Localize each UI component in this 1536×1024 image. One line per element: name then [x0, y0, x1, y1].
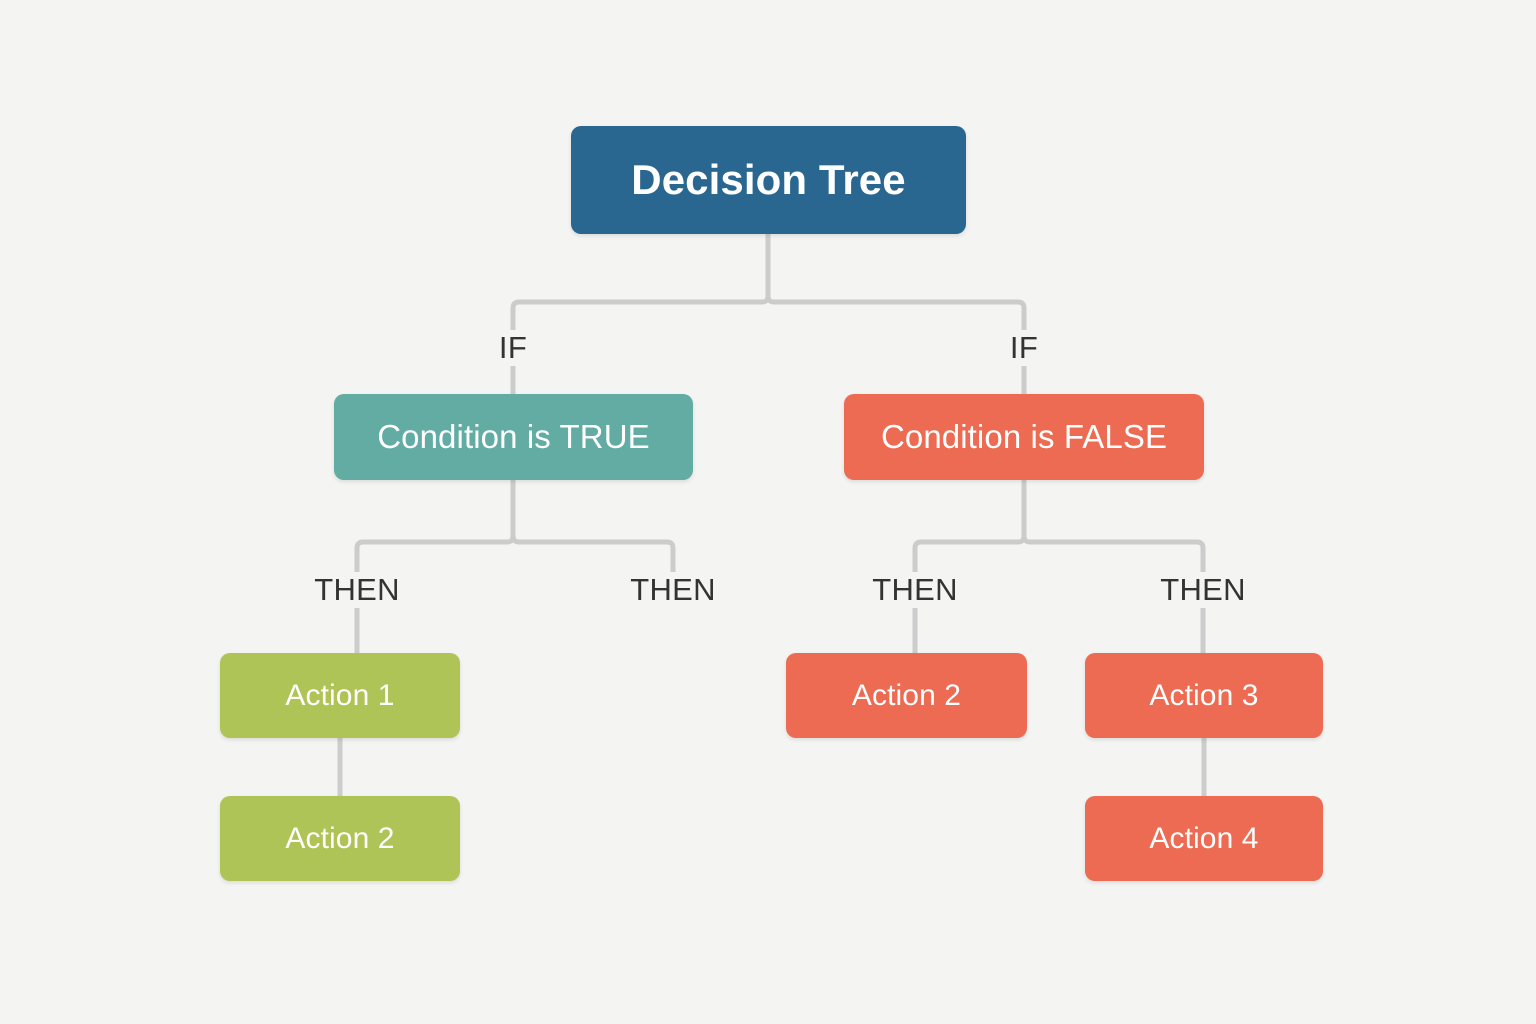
node-decision-tree-label: Decision Tree	[631, 156, 906, 203]
edge-label-if-false: IF	[1002, 330, 1046, 366]
node-action-1[interactable]: Action 1	[220, 653, 460, 738]
edge-false-to-then4	[1021, 477, 1206, 656]
node-action-2-right[interactable]: Action 2	[786, 653, 1027, 738]
node-condition-false[interactable]: Condition is FALSE	[844, 394, 1204, 480]
node-action-2-left-label: Action 2	[285, 821, 395, 855]
edge-label-then-4: THEN	[1153, 572, 1253, 608]
edge-label-then-3: THEN	[865, 572, 965, 608]
node-action-3-label: Action 3	[1149, 678, 1259, 712]
node-action-3[interactable]: Action 3	[1085, 653, 1323, 738]
node-action-4-label: Action 4	[1149, 821, 1259, 855]
edge-false-to-then3	[912, 477, 1027, 656]
node-condition-true-label: Condition is TRUE	[377, 418, 650, 455]
node-action-4[interactable]: Action 4	[1085, 796, 1323, 881]
edge-true-to-then2	[510, 477, 676, 579]
node-action-2-left[interactable]: Action 2	[220, 796, 460, 881]
node-action-2-right-label: Action 2	[851, 678, 962, 712]
edge-true-to-then1	[354, 477, 516, 656]
edge-root-to-true	[510, 231, 771, 397]
node-condition-true[interactable]: Condition is TRUE	[334, 394, 693, 480]
edge-label-then-2: THEN	[623, 572, 723, 608]
edge-label-then-1: THEN	[307, 572, 407, 608]
edge-label-if-true: IF	[491, 330, 535, 366]
node-decision-tree[interactable]: Decision Tree	[571, 126, 966, 234]
node-action-1-label: Action 1	[285, 678, 395, 712]
edge-root-to-false	[765, 231, 1027, 397]
node-condition-false-label: Condition is FALSE	[880, 418, 1168, 455]
